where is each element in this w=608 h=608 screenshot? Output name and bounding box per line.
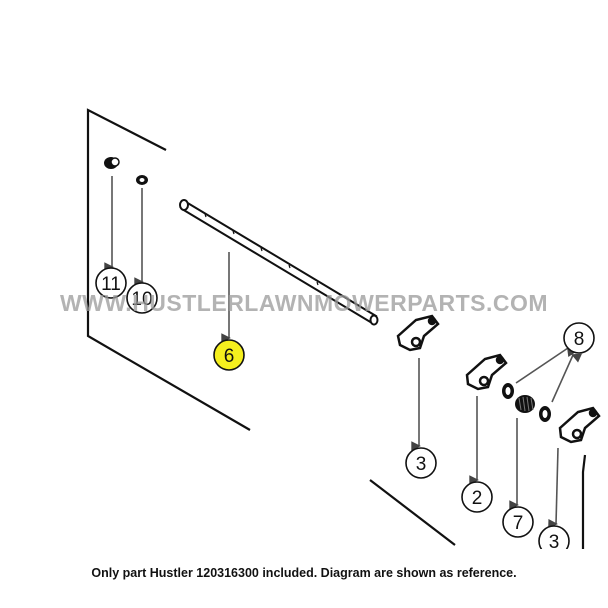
part-11-bushing xyxy=(104,157,120,169)
part-2-rocker-arm xyxy=(465,353,508,391)
callout-3-lower-label: 3 xyxy=(549,532,560,553)
callout-7-label: 7 xyxy=(513,513,524,534)
callout-2[interactable]: 2 xyxy=(461,481,493,513)
part-8-washers xyxy=(502,383,551,422)
part-10-washer xyxy=(136,175,148,185)
callout-6-label: 6 xyxy=(224,346,235,367)
caption: Only part Hustler 120316300 included. Di… xyxy=(91,566,517,580)
callout-11-label: 11 xyxy=(101,274,121,295)
panel-outline-bottom xyxy=(369,479,456,546)
callout-7[interactable]: 7 xyxy=(502,506,534,538)
part-3b-rocker-arm xyxy=(558,406,601,444)
callout-3[interactable]: 3 xyxy=(405,447,437,479)
part-3-rocker-arm xyxy=(396,314,440,352)
callout-10[interactable]: 10 xyxy=(126,282,158,314)
callout-8-label: 8 xyxy=(574,329,585,350)
leader-lines xyxy=(104,176,582,529)
callout-8[interactable]: 8 xyxy=(563,322,595,354)
callout-3-label: 3 xyxy=(416,454,427,475)
callout-11[interactable]: 11 xyxy=(95,267,127,299)
watermark: WWW.HUSTLERLAWNMOWERPARTS.COM xyxy=(60,290,548,316)
part-7-spring xyxy=(515,395,535,413)
part-6-shaft xyxy=(179,199,379,326)
callout-2-label: 2 xyxy=(472,488,483,509)
bottom-mask xyxy=(0,549,608,608)
callout-6-highlighted[interactable]: 6 xyxy=(213,339,245,371)
callout-10-label: 10 xyxy=(131,289,152,310)
